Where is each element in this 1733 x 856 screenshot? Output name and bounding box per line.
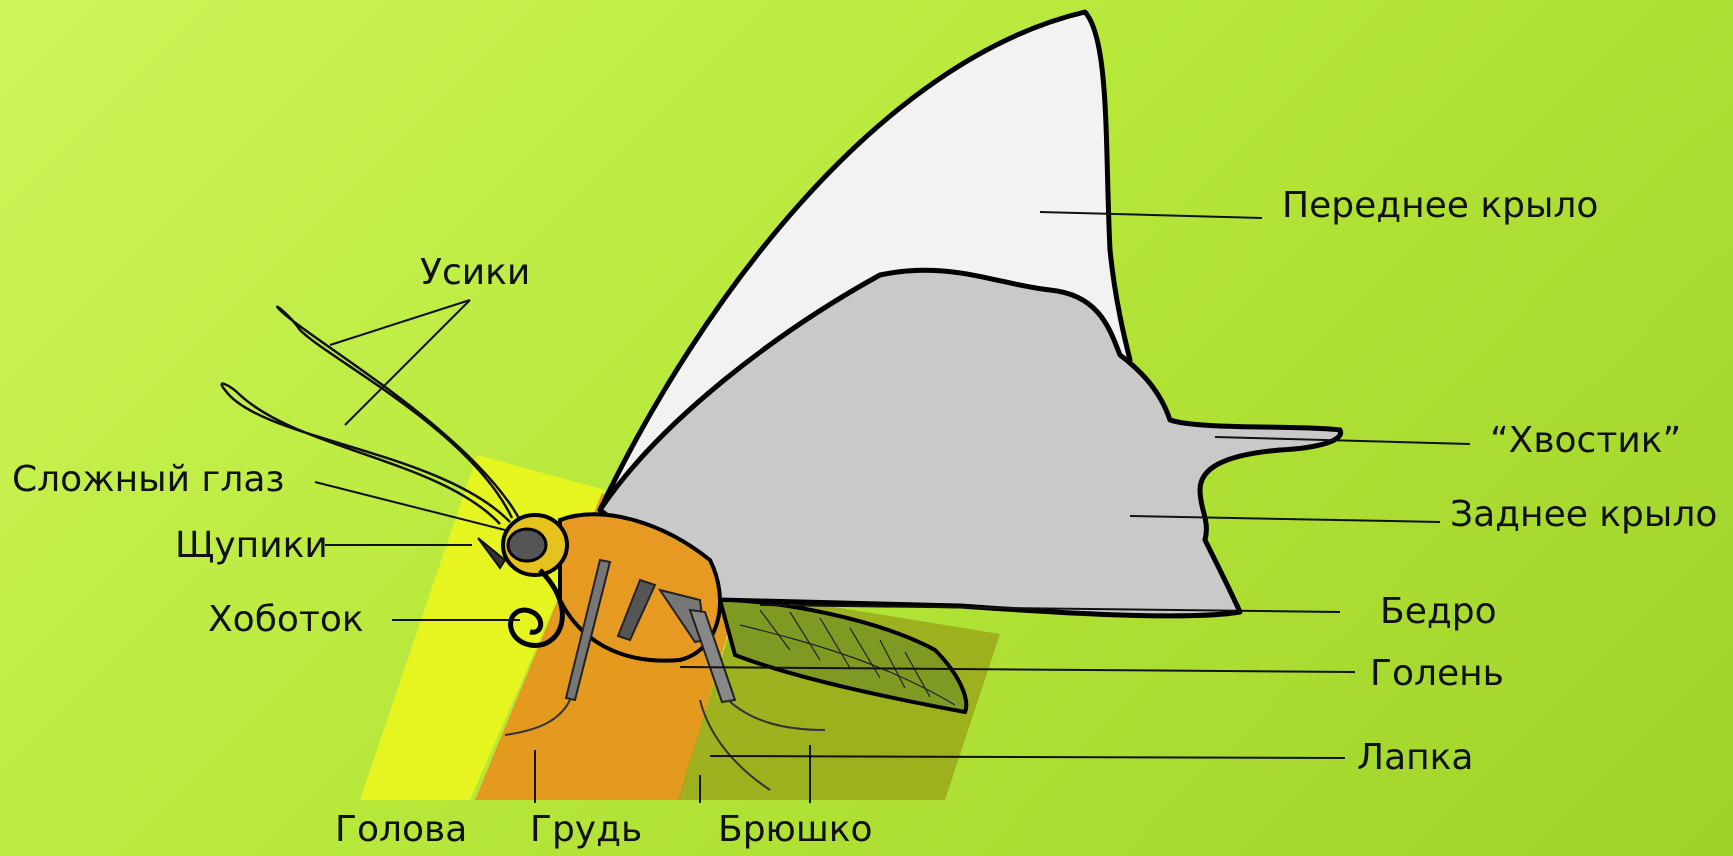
label-grud: Грудь — [530, 812, 642, 848]
label-khvostik: “Хвостик” — [1490, 423, 1681, 459]
label-shchupiki: Щупики — [175, 528, 328, 564]
label-slozhny-glaz: Сложный глаз — [12, 462, 285, 498]
label-bryushko: Брюшко — [718, 812, 873, 848]
label-zadnee-krylo: Заднее крыло — [1450, 497, 1717, 533]
compound-eye — [508, 529, 546, 561]
label-usiki: Усики — [420, 255, 530, 291]
label-bedro: Бедро — [1380, 594, 1497, 630]
label-perednee-krylo: Переднее крыло — [1282, 188, 1598, 224]
label-lapka: Лапка — [1357, 740, 1473, 776]
label-khobotok: Хоботок — [208, 602, 364, 638]
label-golova: Голова — [335, 812, 467, 848]
label-golen: Голень — [1370, 656, 1504, 692]
